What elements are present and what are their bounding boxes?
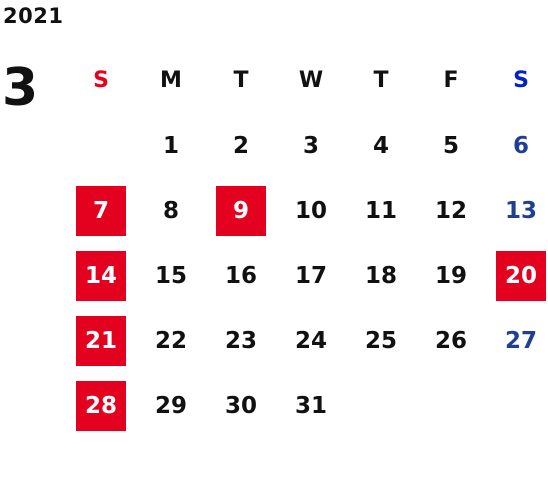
day-cell[interactable]: 23 (224, 327, 257, 354)
weekday-header-mon: M (160, 68, 182, 93)
day-cell[interactable]: 5 (442, 132, 459, 159)
year-label: 2021 (3, 4, 64, 28)
day-cell[interactable]: 11 (364, 197, 397, 224)
weekday-header-sun: S (93, 68, 109, 93)
day-cell[interactable]: 1 (162, 132, 179, 159)
day-cell-empty (66, 113, 136, 178)
day-cell[interactable]: 15 (154, 262, 187, 289)
day-cell[interactable]: 29 (154, 392, 187, 419)
day-cell-highlighted[interactable]: 9 (206, 178, 276, 243)
day-cell-highlighted[interactable]: 7 (66, 178, 136, 243)
day-cell-saturday[interactable]: 27 (504, 327, 537, 354)
weekday-header-sat: S (513, 68, 529, 93)
day-cell[interactable]: 4 (372, 132, 389, 159)
day-cell[interactable]: 26 (434, 327, 467, 354)
day-cell[interactable]: 2 (232, 132, 249, 159)
day-cell[interactable]: 10 (294, 197, 327, 224)
weekday-header-thu: T (373, 68, 389, 93)
day-cell[interactable]: 31 (294, 392, 327, 419)
day-cell-saturday[interactable]: 13 (504, 197, 537, 224)
day-cell-highlighted[interactable]: 21 (66, 308, 136, 373)
day-cell-highlighted[interactable]: 14 (66, 243, 136, 308)
day-cell[interactable]: 3 (302, 132, 319, 159)
day-cell[interactable]: 30 (224, 392, 257, 419)
day-cell[interactable]: 22 (154, 327, 187, 354)
day-cell[interactable]: 17 (294, 262, 327, 289)
day-cell-saturday[interactable]: 6 (512, 132, 529, 159)
day-cell[interactable]: 19 (434, 262, 467, 289)
day-cell-empty (416, 373, 486, 438)
day-cell[interactable]: 18 (364, 262, 397, 289)
day-cell[interactable]: 12 (434, 197, 467, 224)
month-label: 3 (2, 58, 39, 118)
day-cell[interactable]: 24 (294, 327, 327, 354)
weekday-header-fri: F (443, 68, 459, 93)
day-cell[interactable]: 8 (162, 197, 179, 224)
day-cell-highlighted[interactable]: 20 (486, 243, 548, 308)
day-cell-highlighted[interactable]: 28 (66, 373, 136, 438)
day-cell-empty (346, 373, 416, 438)
calendar-grid: S M T W T F S 1 2 3 4 5 6 7 8 9 10 11 12… (66, 48, 548, 438)
weekday-header-tue: T (233, 68, 249, 93)
day-cell-empty (486, 373, 548, 438)
weekday-header-wed: W (298, 68, 324, 93)
day-cell[interactable]: 25 (364, 327, 397, 354)
day-cell[interactable]: 16 (224, 262, 257, 289)
